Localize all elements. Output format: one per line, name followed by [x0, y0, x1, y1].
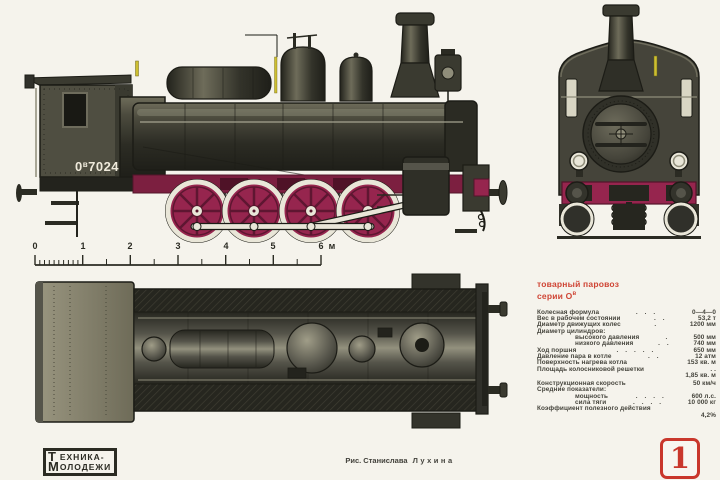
buffer-icon — [499, 382, 508, 398]
manhole-cover — [141, 336, 167, 362]
gauge-glass-icon — [274, 56, 278, 94]
buffer-beam — [561, 181, 697, 230]
steam-dome — [280, 46, 326, 102]
credit-surname: Лухина — [412, 456, 455, 465]
scale-ruler: 0 1 2 3 4 5 6 м — [32, 241, 335, 267]
sand-dome — [339, 56, 373, 102]
tm-monogram-icon: Т М — [48, 449, 59, 474]
magazine-logo: Т М ЕХНИКА- ОЛОДЕЖИ — [43, 448, 118, 476]
plan-front-beam — [475, 283, 508, 415]
spec-row: 4,2% — [701, 411, 716, 419]
front-running-gear — [557, 201, 701, 239]
sand-dome-top — [348, 335, 376, 363]
front-view-illustration — [557, 4, 701, 239]
front-lamps — [569, 151, 689, 177]
whistle-icon — [135, 60, 139, 77]
plan-body — [133, 273, 483, 429]
ruler-label: 0 — [32, 241, 38, 251]
logo-line2: ОЛОДЕЖИ — [59, 462, 112, 472]
cab — [16, 74, 136, 237]
cylinder-block — [402, 156, 508, 233]
spec-row: Колесная формула. . .0—4—0 — [537, 308, 716, 316]
page-number-badge: 1 — [660, 438, 700, 479]
lamp-icon — [669, 151, 689, 171]
locomotive-number: 0в7024 — [75, 159, 119, 174]
side-view-illustration: 0в7024 — [16, 12, 508, 243]
spec-row: Вес в рабочем состоянии. .53,2 т — [537, 315, 716, 323]
page-number: 1 — [669, 441, 691, 475]
ruler-ticks — [34, 255, 322, 266]
chimney — [400, 24, 430, 64]
spec-row: Ход поршня. . . . .650 мм — [537, 346, 716, 354]
steam-dome-top — [286, 322, 338, 374]
panel-title: товарный паровоз серии Ов — [537, 279, 716, 301]
spec-row: Коэффициент полезного действия — [537, 405, 651, 413]
spec-row: низкого давления. .740 мм — [575, 340, 716, 348]
ruler-label: 2 — [127, 241, 133, 251]
smokebox-door — [582, 95, 660, 173]
boiler-fittings — [135, 12, 462, 102]
spec-row: Диаметр цилиндров: — [537, 327, 606, 335]
ruler-unit: м — [328, 241, 336, 251]
flag-staff-icon — [653, 55, 658, 77]
ruler-label: 1 — [80, 241, 86, 251]
spec-row: Диаметр движущих колес.1200 мм — [537, 321, 716, 329]
credit-prefix: Рис. Станислава — [345, 456, 408, 465]
spec-list: Колесная формула. . .0—4—0 Вес в рабочем… — [537, 308, 716, 419]
front-chimney — [598, 4, 644, 92]
ruler-label: 4 — [223, 241, 229, 251]
boiler — [119, 96, 478, 183]
spec-row: мощность. . . .600 л.с. — [575, 392, 716, 400]
logo-line1: ЕХНИКА- — [59, 452, 105, 462]
credit-line: Рис. Станислава Лухина — [290, 456, 510, 465]
plan-cab-roof — [35, 281, 135, 423]
spec-row: высокого давления.500 мм — [575, 334, 716, 342]
panel-title-line2: серии Ов — [537, 290, 577, 301]
ruler-label: 3 — [175, 241, 181, 251]
ruler-label: 5 — [270, 241, 276, 251]
ruler-label: 6 — [318, 241, 324, 251]
lamp-icon — [569, 151, 589, 171]
spec-panel: товарный паровоз серии Ов Колесная форму… — [537, 279, 716, 419]
panel-title-line1: товарный паровоз — [537, 279, 620, 289]
spec-row: сила тяги. . . .10 000 кг — [575, 398, 716, 406]
buffer-icon — [499, 301, 508, 317]
spec-row: Средние показатели: — [537, 386, 607, 394]
top-view-illustration — [35, 273, 508, 429]
spec-row: Площадь колосниковой решетки. . — [537, 365, 716, 373]
spec-row: Давление пара в котле. .12 атм — [537, 352, 716, 360]
spec-row: 1,85 кв. м — [685, 371, 716, 379]
